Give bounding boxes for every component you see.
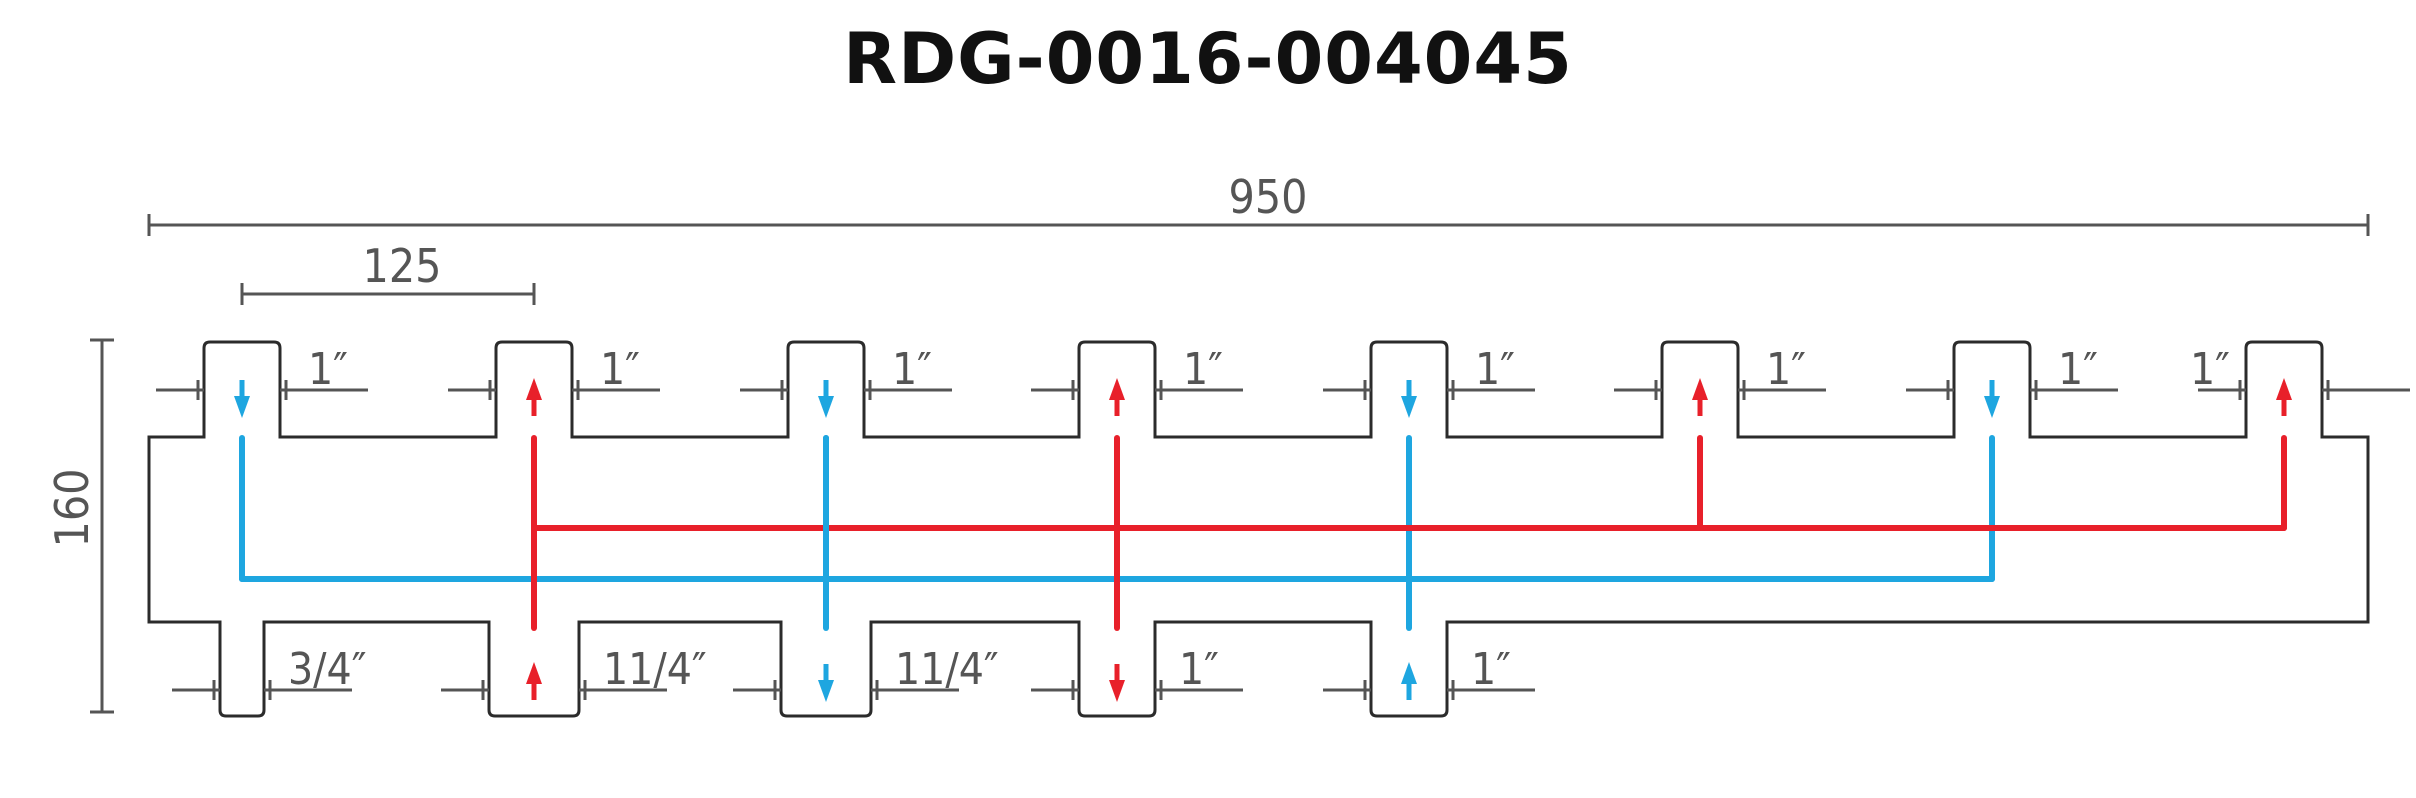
bottom-port-size-label: 1″: [1179, 644, 1219, 695]
top-port-arrow: [2276, 378, 2292, 400]
height-label: 160: [45, 469, 99, 548]
bottom-port-arrow: [1109, 680, 1125, 702]
port-size-labels: 1″ 1″ 1″ 1″ 1″ 1″ 1″ 1″ 3/4″ 11/4″ 11/4″ 1″ 1″: [156, 344, 2410, 700]
top-port-size-label: 1″: [1183, 344, 1223, 395]
top-port-arrow: [1401, 396, 1417, 418]
manifold-body: [147, 340, 2370, 718]
bottom-port-size-label: 11/4″: [895, 644, 999, 695]
top-port-arrow: [818, 396, 834, 418]
port-spacing-label: 125: [363, 239, 442, 293]
bottom-port-size-label: 1″: [1471, 644, 1511, 695]
top-port-size-label: 1″: [2058, 344, 2098, 395]
flow-lines: [239, 435, 2287, 631]
bottom-port-size-label: 3/4″: [288, 644, 366, 695]
top-port-size-label: 1″: [308, 344, 348, 395]
flow-arrows: [234, 378, 2292, 702]
bottom-port-size-label: 11/4″: [603, 644, 707, 695]
top-port-size-label: 1″: [600, 344, 640, 395]
bottom-port-arrow: [526, 662, 542, 684]
top-port-size-label: 1″: [1766, 344, 1806, 395]
top-port-arrow: [1692, 378, 1708, 400]
top-port-arrow: [526, 378, 542, 400]
top-port-arrow: [1109, 378, 1125, 400]
top-port-size-label: 1″: [2190, 344, 2230, 395]
manifold-outline: [147, 340, 2370, 718]
top-port-arrow: [234, 396, 250, 418]
bottom-port-arrow: [1401, 662, 1417, 684]
bottom-port-arrow: [818, 680, 834, 702]
overall-width-label: 950: [1229, 170, 1308, 224]
top-port-size-label: 1″: [1475, 344, 1515, 395]
diagram-title: RDG-0016-004045: [843, 18, 1573, 100]
top-port-arrow: [1984, 396, 2000, 418]
dimension-lines: 950 125 160: [45, 170, 2370, 714]
top-port-size-label: 1″: [892, 344, 932, 395]
